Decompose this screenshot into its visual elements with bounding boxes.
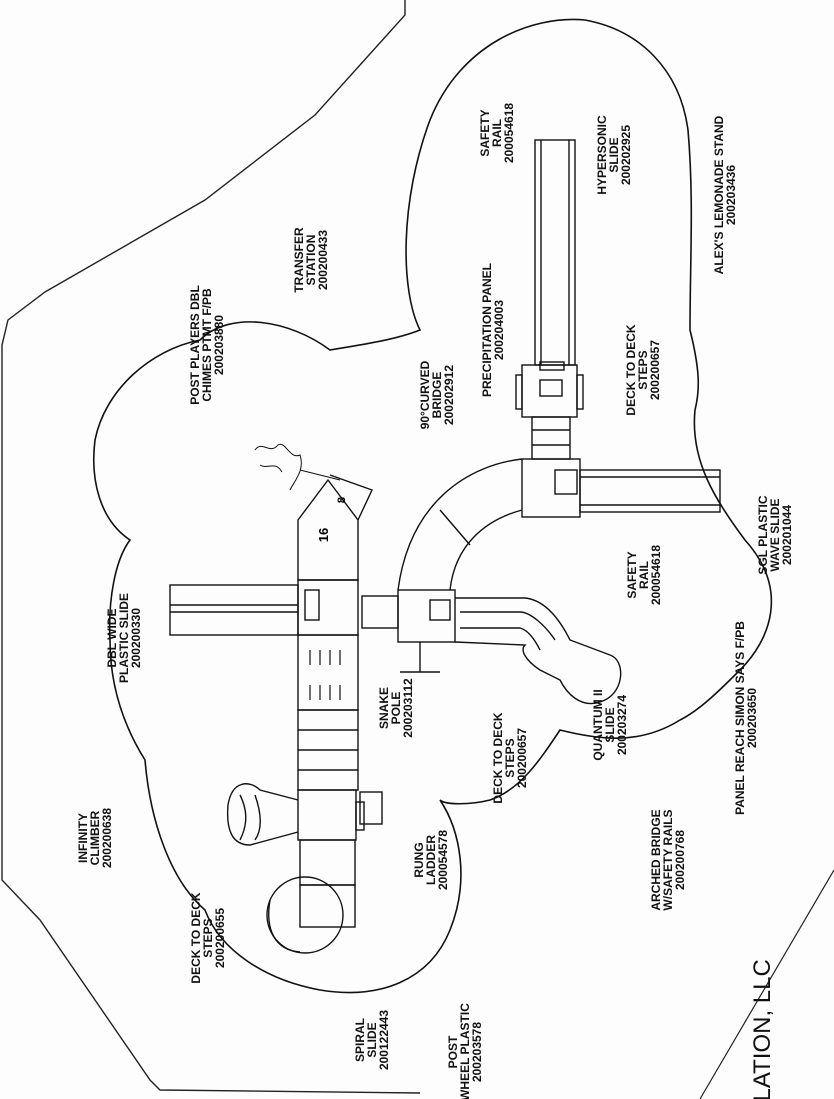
triangle-deck-shape — [297, 469, 373, 581]
quantum-slide-shape — [454, 597, 622, 705]
sgl-wave-slide-shape — [579, 469, 721, 513]
site-boundary-line — [1, 0, 421, 1094]
deck-number-8: 8 — [336, 497, 348, 503]
company-name-text: ALLATION, LLC — [749, 959, 776, 1099]
central-deck-shape — [361, 589, 456, 673]
site-boundary-right-line — [699, 869, 834, 1099]
use-zone-outline — [92, 18, 773, 994]
dbl-wide-slide-shape — [169, 584, 299, 636]
deck-number-16: 16 — [316, 528, 331, 542]
walkway-shape — [297, 634, 359, 791]
upper-deck-shape — [515, 361, 584, 418]
deck-connector-shape — [531, 416, 571, 460]
curved-bridge-shape — [397, 458, 523, 591]
hypersonic-slide-shape — [534, 139, 576, 366]
climber-sketch-shape — [254, 443, 302, 491]
left-deck-shape — [297, 789, 383, 841]
spiral-slide-shape — [266, 876, 344, 954]
infinity-climber-shape — [226, 783, 299, 846]
steps-to-spiral-shape — [299, 839, 356, 928]
rung-marks — [309, 650, 341, 700]
right-deck-shape — [521, 458, 581, 518]
main-deck-shape — [297, 579, 359, 636]
